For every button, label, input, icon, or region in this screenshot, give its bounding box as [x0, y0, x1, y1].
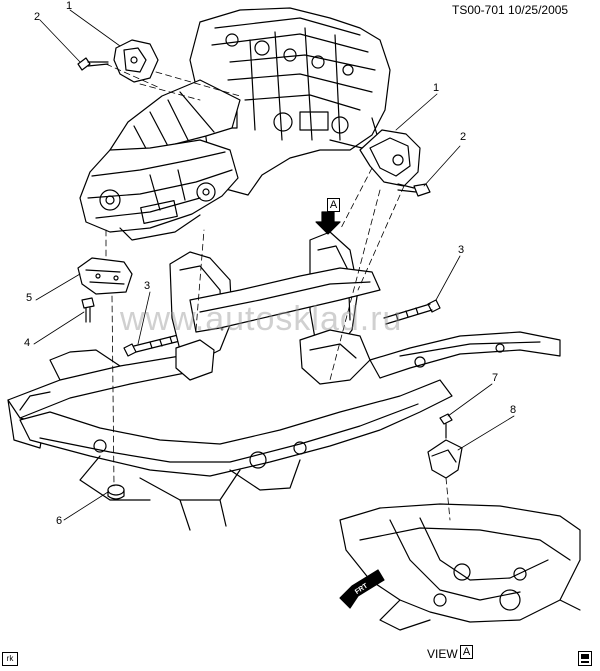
engine-mount-right [359, 129, 421, 187]
mount-bolt-right [397, 183, 431, 197]
view-letter-box: A [460, 645, 473, 659]
callout-6: 6 [56, 515, 63, 527]
note-icon [578, 651, 592, 666]
through-bolt-right [383, 299, 441, 325]
view-label: VIEW [427, 647, 458, 661]
leader-lines [33, 9, 515, 521]
callout-8: 8 [510, 404, 517, 416]
transmission-mount-bolt [81, 297, 95, 323]
view-arrow-icon [315, 211, 341, 235]
callout-3-left: 3 [144, 280, 151, 292]
mount-bolt-left [77, 57, 109, 71]
view-marker-box: A [327, 198, 340, 212]
transmission-mount [77, 257, 133, 295]
callout-1-left: 1 [66, 0, 73, 12]
engine-transmission-assembly [79, 7, 391, 241]
watermark: www.autosklad.ru [120, 300, 403, 338]
callout-4: 4 [24, 337, 31, 349]
callout-7: 7 [492, 372, 499, 384]
corner-tag: rk [2, 652, 18, 666]
frame-crossmember [7, 231, 561, 531]
callout-2-left: 2 [34, 11, 41, 23]
callout-1-right: 1 [433, 82, 440, 94]
callout-5: 5 [26, 292, 33, 304]
front-arrow-icon [339, 569, 385, 609]
through-bolt-left [123, 333, 185, 357]
drawing-id: TS00-701 10/25/2005 [452, 3, 569, 17]
callout-3-right: 3 [458, 244, 465, 256]
callout-2-right: 2 [460, 131, 467, 143]
engine-mount-left [113, 39, 159, 83]
view-a-detail [339, 413, 581, 631]
